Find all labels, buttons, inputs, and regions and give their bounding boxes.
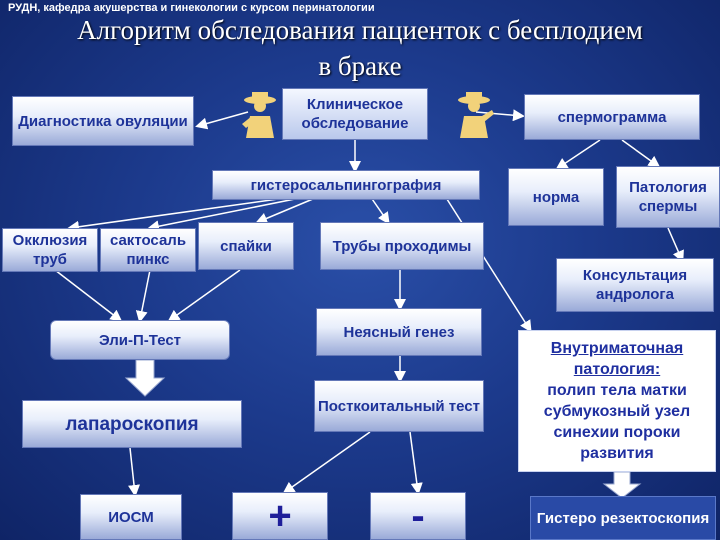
- node-plus: +: [232, 492, 328, 540]
- arrow-pathology-andrologist: [667, 227, 684, 263]
- node-unclear-genesis: Неясный генез: [316, 308, 482, 356]
- arrow-hsg-intrauterine: [444, 195, 532, 333]
- node-clinical-exam: Клиническое обследование: [282, 88, 428, 140]
- arrow-sacto-eli: [135, 269, 151, 323]
- title-line-2: в браке: [318, 51, 402, 81]
- node-hysteroresectoscopy: Гистеро резектоскопия: [530, 496, 716, 540]
- arrow-hsg-tubes: [369, 195, 390, 225]
- intrauterine-heading: Внутриматочная патология:: [550, 340, 684, 378]
- thick-arrow-eli-lap: [124, 359, 166, 397]
- arrow-clinical-ovulation: [195, 111, 249, 130]
- node-sactosalpinx: сактосаль пинкс: [100, 228, 196, 272]
- patient-figure-icon: [458, 92, 494, 138]
- node-tube-occlusion: Окклюзия труб: [2, 228, 98, 272]
- node-norma: норма: [508, 168, 604, 226]
- department-label: РУДН, кафедра акушерства и гинекологии с…: [8, 2, 375, 14]
- arrow-hsg-adhesions: [255, 195, 321, 225]
- arrow-spermogram-norma: [555, 139, 601, 170]
- thick-arrow-intrauterine-hystero: [602, 471, 642, 499]
- page-title: Алгоритм обследования пациенток с беспло…: [0, 12, 720, 84]
- arrow-spermogram-pathology: [621, 139, 661, 168]
- node-adhesions: спайки: [198, 222, 294, 270]
- node-sperm-pathology: Патология спермы: [616, 166, 720, 228]
- arrow-hsg-occlusion: [67, 195, 301, 233]
- arrow-postcoital-plus: [282, 431, 371, 494]
- node-tubes-patent: Трубы проходимы: [320, 222, 484, 270]
- doctor-figure-icon: [242, 92, 276, 138]
- node-iosm: ИОСМ: [80, 494, 182, 540]
- title-line-1: Алгоритм обследования пациенток с беспло…: [77, 15, 643, 45]
- arrow-clinical-spermogram: [475, 109, 525, 122]
- arrow-lap-iosm: [128, 447, 140, 497]
- node-hsg: гистеросальпингография: [212, 170, 480, 200]
- arrow-hsg-sacto: [147, 195, 311, 233]
- arrow-postcoital-minus: [409, 431, 423, 495]
- node-ovulation-diagnostics: Диагностика овуляции: [12, 96, 194, 146]
- node-intrauterine-pathology: Внутриматочная патология: полип тела мат…: [518, 330, 716, 472]
- node-eli-p-test: Эли-П-Тест: [50, 320, 230, 360]
- intrauterine-items: полип тела матки субмукозный узел синехи…: [543, 382, 691, 462]
- arrow-occlusion-eli: [54, 269, 123, 322]
- arrow-adhesions-eli: [167, 269, 241, 322]
- node-postcoital-test: Посткоитальный тест: [314, 380, 484, 432]
- node-andrologist: Консультация андролога: [556, 258, 714, 312]
- node-minus: -: [370, 492, 466, 540]
- node-spermogram: спермограмма: [524, 94, 700, 140]
- node-laparoscopy: лапароскопия: [22, 400, 242, 448]
